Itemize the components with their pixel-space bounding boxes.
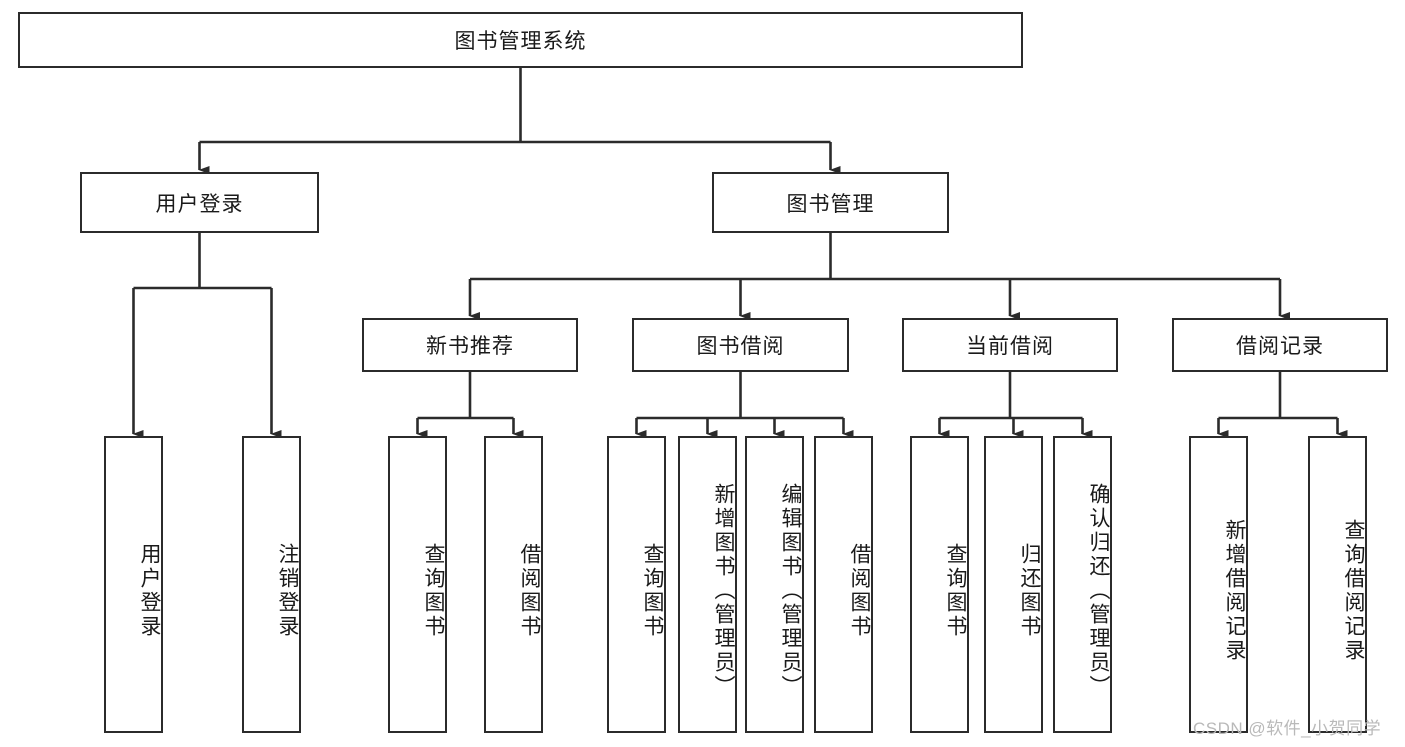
edge-group bbox=[132, 68, 1348, 438]
node-root[interactable]: 图书管理系统 bbox=[18, 12, 1023, 68]
node-leaf-query-book-2[interactable]: 查询图书 bbox=[607, 436, 666, 733]
node-user-login[interactable]: 用户登录 bbox=[80, 172, 319, 233]
node-leaf-query-book-3[interactable]: 查询图书 bbox=[910, 436, 969, 733]
node-leaf-logout[interactable]: 注销登录 bbox=[242, 436, 301, 733]
node-leaf-user-login[interactable]: 用户登录 bbox=[104, 436, 163, 733]
node-leaf-borrow-book-2[interactable]: 借阅图书 bbox=[814, 436, 873, 733]
node-book-manage[interactable]: 图书管理 bbox=[712, 172, 949, 233]
node-leaf-borrow-book-1[interactable]: 借阅图书 bbox=[484, 436, 543, 733]
node-leaf-edit-book[interactable]: 编辑图书（管理员） bbox=[745, 436, 804, 733]
node-book-borrow[interactable]: 图书借阅 bbox=[632, 318, 849, 372]
node-leaf-return-book[interactable]: 归还图书 bbox=[984, 436, 1043, 733]
node-leaf-add-record[interactable]: 新增借阅记录 bbox=[1189, 436, 1248, 733]
node-leaf-query-record[interactable]: 查询借阅记录 bbox=[1308, 436, 1367, 733]
node-current-borrow[interactable]: 当前借阅 bbox=[902, 318, 1118, 372]
node-borrow-record[interactable]: 借阅记录 bbox=[1172, 318, 1388, 372]
node-leaf-add-book[interactable]: 新增图书（管理员） bbox=[678, 436, 737, 733]
node-leaf-query-book-1[interactable]: 查询图书 bbox=[388, 436, 447, 733]
node-new-book-recommend[interactable]: 新书推荐 bbox=[362, 318, 578, 372]
node-leaf-confirm-return[interactable]: 确认归还（管理员） bbox=[1053, 436, 1112, 733]
